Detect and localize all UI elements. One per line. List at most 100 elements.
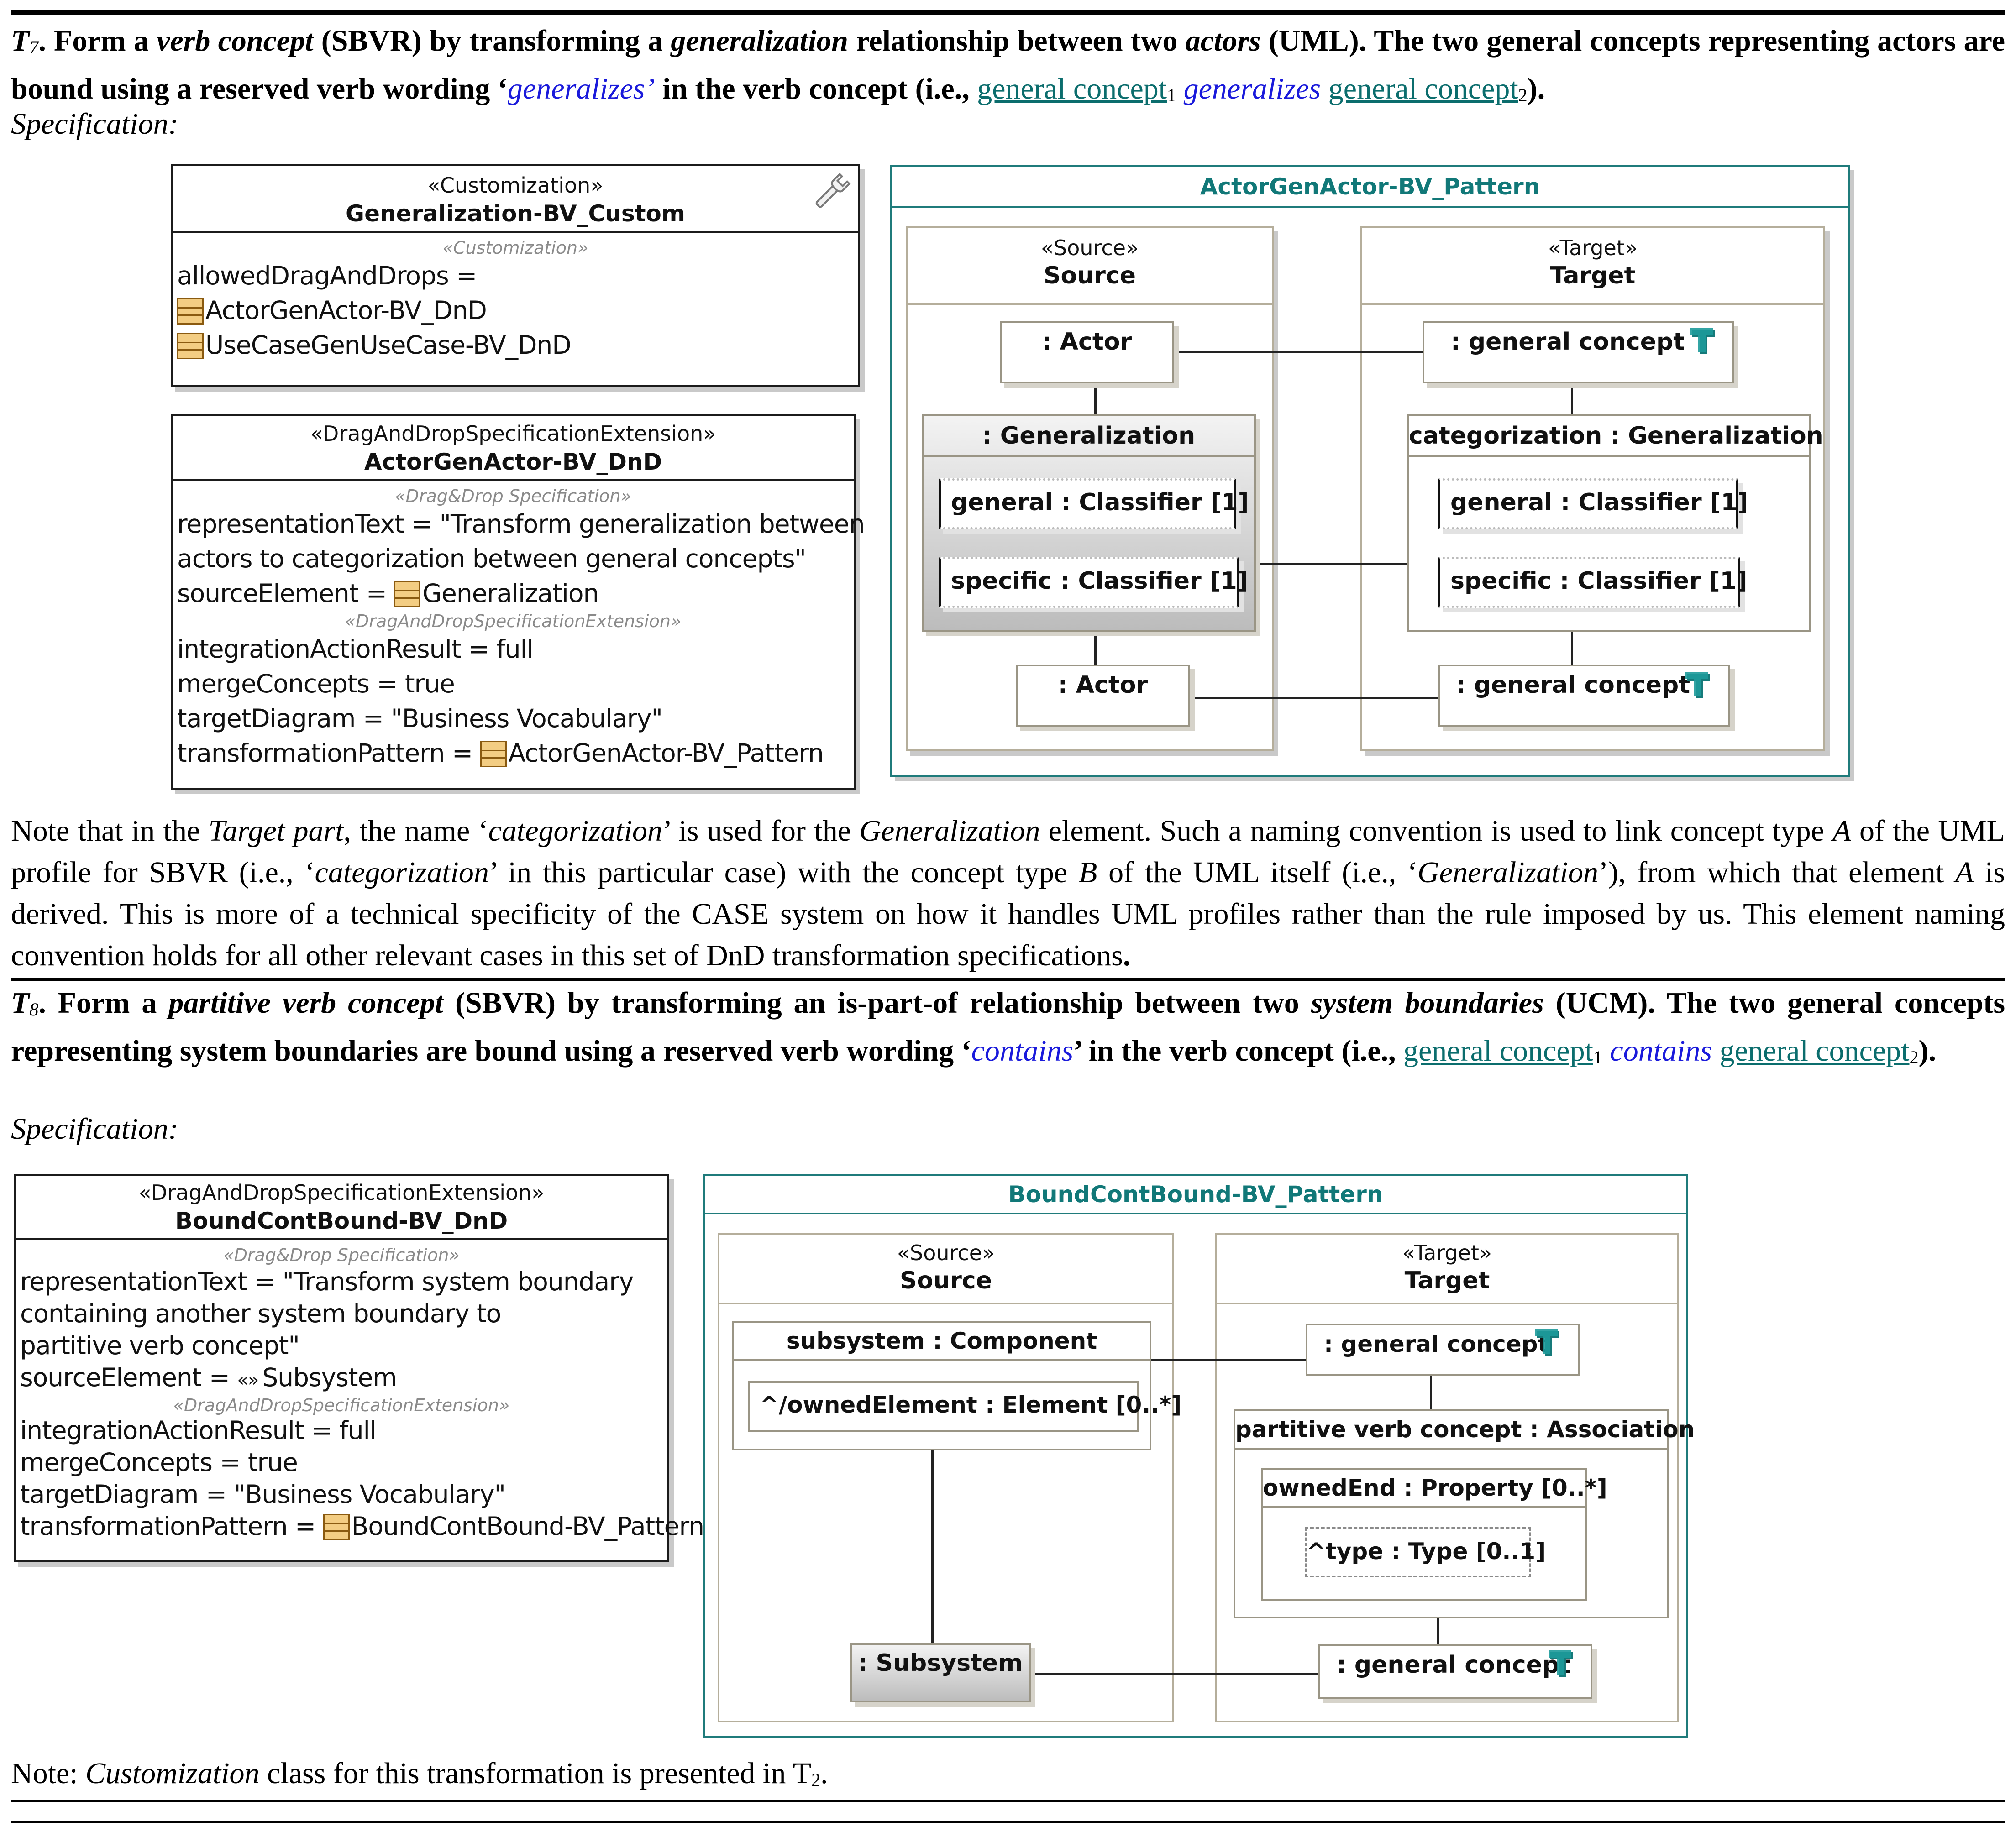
custom-stereotype: «Customization» xyxy=(427,173,604,198)
general-port-source[interactable]: general : Classifier [1] xyxy=(939,478,1249,529)
class-icon xyxy=(323,1514,350,1540)
note1-p9: is derived. This is more of a technical … xyxy=(11,856,2005,972)
class-icon xyxy=(480,741,507,767)
t8-spec-label: Specification: xyxy=(11,1112,178,1146)
dnd1-source-value: Generalization xyxy=(422,579,599,608)
dnd2-source-label: sourceElement = xyxy=(20,1363,237,1392)
owned-element-label: ^/ownedElement : Element [0..*] xyxy=(760,1392,1182,1418)
t8-text-3: (UCM). The two general concepts represen… xyxy=(11,986,2005,1068)
t8-gc2: general concept xyxy=(1719,1034,1910,1068)
top-rule xyxy=(11,10,2005,15)
note1-p7: of the UML itself (i.e., ‘ xyxy=(1097,856,1418,889)
t8-label-sub: 8 xyxy=(29,999,39,1020)
specific-port-source[interactable]: specific : Classifier [1] xyxy=(939,557,1248,608)
customization-class[interactable]: «Customization» Generalization-BV_Custom… xyxy=(171,164,860,387)
pattern1-title: ActorGenActor-BV_Pattern xyxy=(892,167,1848,208)
gc-top-label: : general concept xyxy=(1451,328,1685,356)
note2-customization: Customization xyxy=(85,1757,260,1790)
t8-pvc: partitive verb concept xyxy=(168,986,444,1020)
t7-verb2: generalizes xyxy=(1183,72,1321,105)
note1-generalization2: Generalization xyxy=(1418,856,1598,889)
t7-text-5: in the verb concept (i.e., xyxy=(655,72,977,105)
bottom-rule-1 xyxy=(11,1800,2005,1802)
dnd2-merge: mergeConcepts = true xyxy=(20,1448,298,1477)
t7-actors: actors xyxy=(1185,24,1261,58)
gc-node-top[interactable]: : general concept xyxy=(1423,321,1734,383)
note1-a: A xyxy=(1832,814,1851,848)
gc-node-bottom-2[interactable]: : general concept xyxy=(1318,1644,1592,1699)
custom-name: Generalization-BV_Custom xyxy=(346,200,685,227)
t7-spec-label: Specification: xyxy=(11,107,178,141)
source2-stereotype: «Source» xyxy=(897,1241,995,1265)
dnd2-integration: integrationActionResult = full xyxy=(20,1416,377,1445)
dnd-spec-boundary[interactable]: «DragAndDropSpecificationExtension» Boun… xyxy=(14,1174,704,1562)
note1-p5: of the UML profile for SBVR (i.e., ‘ xyxy=(11,814,2005,889)
type-label: ^type : Type [0..1] xyxy=(1307,1538,1546,1565)
t7-generalization: generalization xyxy=(671,24,848,58)
t7-verb-concept: verb concept xyxy=(157,24,314,58)
term-icon xyxy=(1690,328,1715,354)
dnd2-rep-3: partitive verb concept" xyxy=(20,1331,300,1360)
mid-rule xyxy=(11,978,2005,981)
t7-gc2-sub: 2 xyxy=(1518,85,1528,105)
term-icon xyxy=(1535,1329,1559,1356)
generalization-label: : Generalization xyxy=(924,416,1254,457)
target2-name: Target xyxy=(1404,1267,1490,1294)
general-port-target[interactable]: general : Classifier [1] xyxy=(1438,478,1748,529)
dnd1-rep-2: actors to categorization between general… xyxy=(177,544,806,573)
connector-owned-subsystem xyxy=(931,1432,934,1647)
dnd1-pattern-value: ActorGenActor-BV_Pattern xyxy=(508,738,824,768)
type-node[interactable]: ^type : Type [0..1] xyxy=(1305,1527,1546,1577)
t8-text-4: ’ in the verb concept (i.e., xyxy=(1073,1034,1403,1068)
note1-generalization: Generalization xyxy=(859,814,1040,848)
actor-node-top[interactable]: : Actor xyxy=(1000,321,1174,383)
source1-stereotype: «Source» xyxy=(1040,236,1139,260)
connector-actor-gc-top xyxy=(1171,351,1425,353)
owned-element-node[interactable]: ^/ownedElement : Element [0..*] xyxy=(748,1381,1181,1432)
class-icon xyxy=(394,581,421,607)
t8-gc1: general concept xyxy=(1403,1034,1593,1068)
categorization-label: categorization : Generalization xyxy=(1409,416,1823,457)
t8-text-1: . Form a xyxy=(38,986,169,1020)
specific-port-target[interactable]: specific : Classifier [1] xyxy=(1438,557,1748,608)
t8-verb: contains xyxy=(971,1034,1074,1068)
t8-heading: T8. Form a partitive verb concept (SBVR)… xyxy=(11,982,2005,1078)
dnd-spec-actor[interactable]: «DragAndDropSpecificationExtension» Acto… xyxy=(171,414,865,790)
custom-item-2: UseCaseGenUseCase-BV_DnD xyxy=(173,328,858,362)
t7-gc1: general concept xyxy=(977,72,1167,105)
source1-name: Source xyxy=(1044,262,1136,289)
custom-item-1-label: ActorGenActor-BV_DnD xyxy=(205,296,487,325)
dnd2-rep-2: containing another system boundary to xyxy=(20,1299,501,1328)
dnd1-pattern-label: transformationPattern = xyxy=(177,738,480,768)
dnd2-source-value: Subsystem xyxy=(262,1363,397,1392)
t7-text-6: ). xyxy=(1527,72,1545,105)
owned-end-node[interactable]: ownedEnd : Property [0..*] xyxy=(1261,1468,1607,1601)
note2-p2: class for this transformation is present… xyxy=(259,1757,812,1790)
dnd2-target: targetDiagram = "Business Vocabulary" xyxy=(20,1480,506,1509)
source1-header: «Source» Source xyxy=(908,228,1272,305)
source-part-2[interactable]: «Source» Source xyxy=(718,1233,1174,1722)
t8-text-2: (SBVR) by transforming an is-part-of rel… xyxy=(443,986,1311,1020)
pattern2-title: BoundContBound-BV_Pattern xyxy=(705,1176,1686,1214)
t7-text-4: (UML). The two general concepts represen… xyxy=(11,24,2005,105)
actor-top-label: : Actor xyxy=(1042,328,1132,356)
note1-p8: ’), from which that element xyxy=(1598,856,1955,889)
actor-node-bottom[interactable]: : Actor xyxy=(1016,665,1190,727)
note2-p1: Note: xyxy=(11,1757,86,1790)
dnd1-section-dnd: «Drag&Drop Specification» xyxy=(395,486,631,506)
subsystem-node[interactable]: : Subsystem xyxy=(850,1643,1031,1702)
note1-b: B xyxy=(1079,856,1097,889)
t7-text-1: . Form a xyxy=(38,24,157,58)
target2-header: «Target» Target xyxy=(1217,1235,1677,1304)
bottom-rule-2 xyxy=(11,1821,2005,1823)
gc-node-bottom[interactable]: : general concept xyxy=(1438,665,1730,727)
note2-sub: 2 xyxy=(811,1769,821,1790)
dnd1-stereotype: «DragAndDropSpecificationExtension» xyxy=(310,421,716,446)
dnd2-stereotype: «DragAndDropSpecificationExtension» xyxy=(138,1180,545,1205)
t7-label-sub: 7 xyxy=(29,37,39,58)
source2-header: «Source» Source xyxy=(719,1235,1172,1304)
dnd1-source: sourceElement = Generalization xyxy=(173,576,854,611)
gc-node-top-2[interactable]: : general concept xyxy=(1306,1324,1580,1376)
custom-prop-allowed: allowedDragAndDrops = xyxy=(177,261,477,290)
custom-section: «Customization» xyxy=(442,238,588,258)
